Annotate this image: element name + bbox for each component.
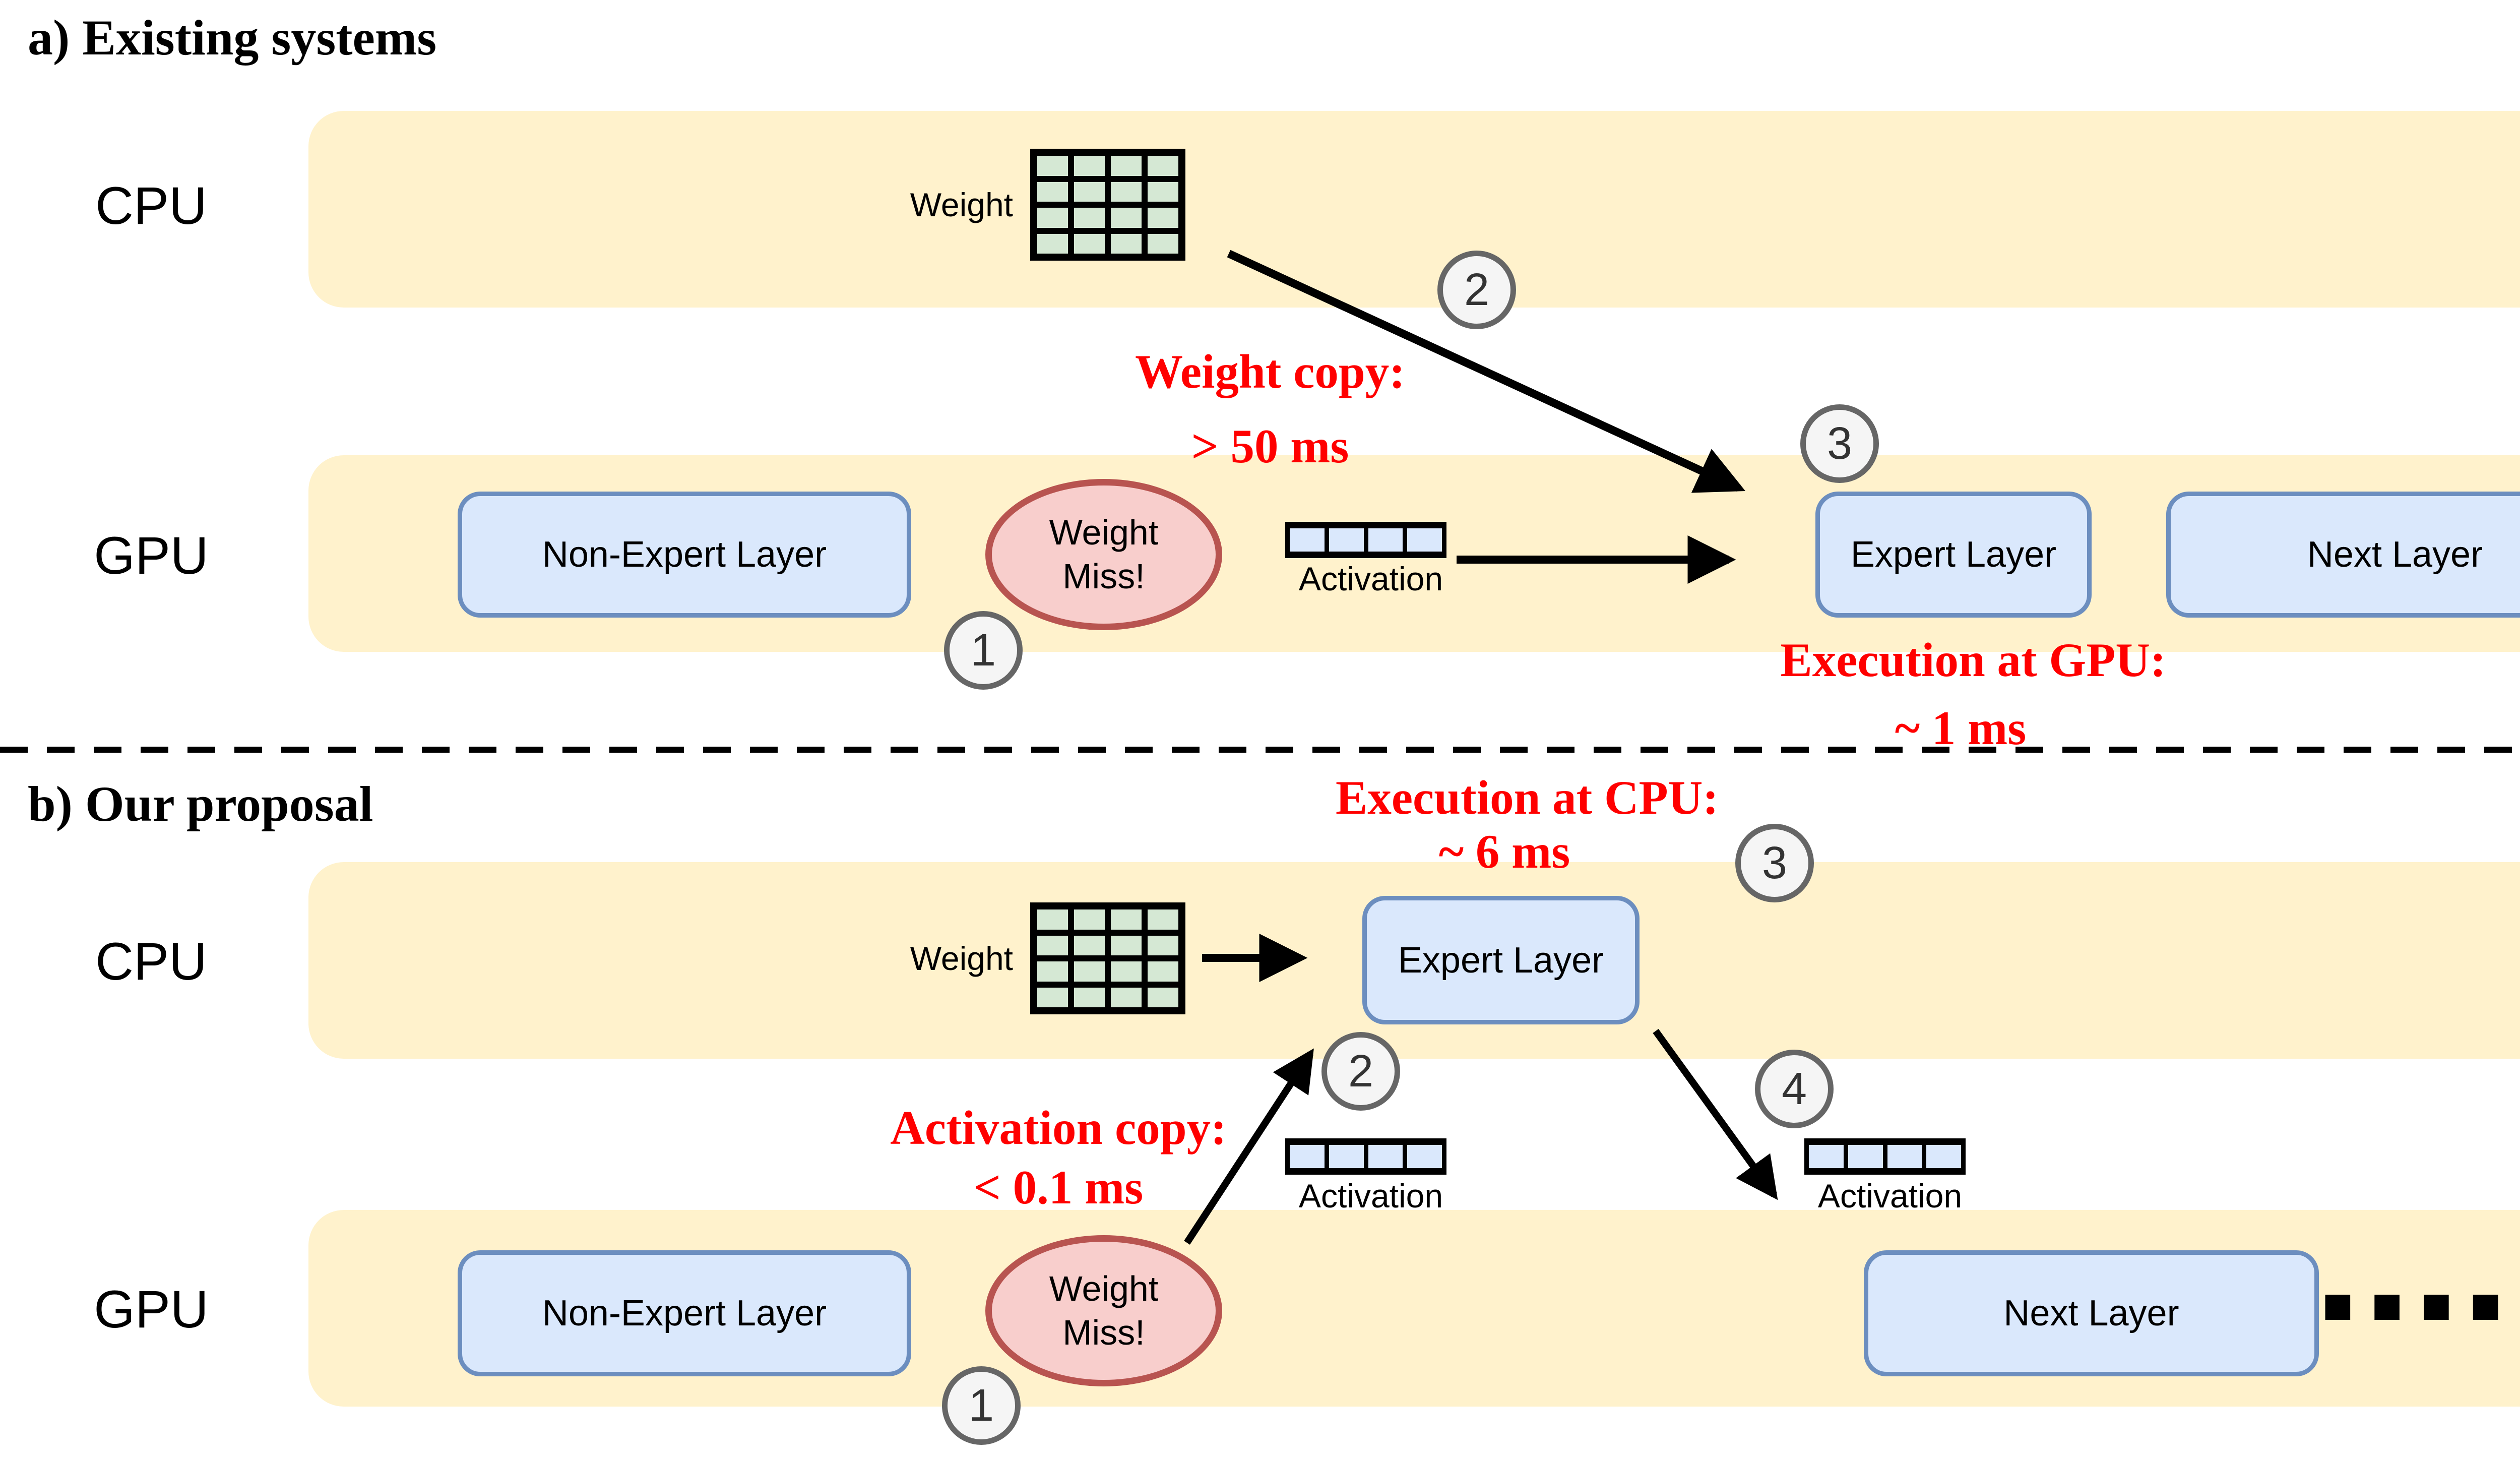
non-expert-layer-label-a: Non-Expert Layer: [542, 534, 827, 575]
activation-copy-note-line2: < 0.1 ms: [973, 1161, 1144, 1214]
step-1-circle-a: 1: [944, 611, 1023, 690]
next-layer-box-a: Next Layer: [2166, 492, 2520, 618]
weight-copy-note-line2: > 50 ms: [1191, 419, 1349, 473]
weight-miss-ellipse-a: Weight Miss!: [985, 479, 1222, 630]
activation-label-b-right: Activation: [1817, 1177, 1963, 1215]
activation-copy-note-line1: Activation copy:: [890, 1101, 1227, 1155]
weight-label-a: Weight: [910, 186, 1013, 223]
weight-matrix-icon-b: [1030, 902, 1185, 1014]
section-b-title: b) Our proposal: [28, 776, 373, 832]
execution-gpu-note-line1: Execution at GPU:: [1780, 633, 2166, 687]
next-layer-label-a: Next Layer: [2307, 534, 2483, 575]
step-3-circle-a: 3: [1800, 404, 1879, 483]
next-layer-label-b: Next Layer: [2003, 1293, 2179, 1333]
cpu-label-a: CPU: [95, 176, 207, 235]
activation-label-b-mid: Activation: [1298, 1177, 1443, 1215]
activation-copy-up-arrow-b: [1184, 1048, 1314, 1245]
weight-miss-ellipse-b: Weight Miss!: [985, 1235, 1222, 1386]
activation-copy-down-arrow-b: [1653, 1028, 1778, 1200]
execution-gpu-note-line2: ~ 1 ms: [1895, 701, 2027, 755]
activation-strip-icon-b-mid: [1285, 1138, 1446, 1175]
weight-miss-line2-a: Miss!: [1062, 557, 1145, 596]
weight-label-b: Weight: [910, 940, 1013, 977]
weight-miss-line1-b: Weight: [1049, 1268, 1159, 1308]
step-2-circle-b: 2: [1321, 1032, 1400, 1111]
expert-layer-label-a: Expert Layer: [1850, 534, 2057, 575]
ellipsis-dots-b: ▪▪▪▪: [2320, 1273, 2518, 1332]
non-expert-layer-label-b: Non-Expert Layer: [542, 1293, 827, 1333]
execution-cpu-note-line2: ~ 6 ms: [1438, 825, 1570, 878]
weight-copy-arrow-a: [1227, 250, 1746, 493]
activation-strip-icon-a: [1285, 522, 1446, 558]
step-2-circle-a: 2: [1437, 251, 1516, 329]
gpu-label-b: GPU: [94, 1280, 209, 1339]
step-1-circle-b: 1: [942, 1366, 1021, 1445]
cpu-label-b: CPU: [95, 932, 207, 991]
non-expert-layer-box-b: Non-Expert Layer: [458, 1250, 911, 1376]
step-4-circle-b: 4: [1755, 1050, 1834, 1128]
section-a-title: a) Existing systems: [28, 10, 437, 66]
step-3-circle-b: 3: [1735, 824, 1814, 902]
weight-miss-line2-b: Miss!: [1062, 1313, 1145, 1352]
activation-label-a: Activation: [1298, 560, 1443, 597]
expert-layer-label-b: Expert Layer: [1398, 940, 1604, 981]
expert-layer-box-a: Expert Layer: [1815, 492, 2092, 618]
non-expert-layer-box-a: Non-Expert Layer: [458, 492, 911, 618]
cpu-lane-a: [308, 111, 2520, 308]
weight-matrix-icon-a: [1030, 149, 1185, 261]
expert-layer-box-b: Expert Layer: [1362, 896, 1640, 1024]
execution-cpu-note-line1: Execution at CPU:: [1336, 771, 1719, 824]
weight-miss-line1-a: Weight: [1049, 512, 1159, 552]
weight-copy-note-line1: Weight copy:: [1135, 345, 1405, 398]
gpu-label-a: GPU: [94, 526, 209, 585]
activation-strip-icon-b-right: [1804, 1138, 1966, 1175]
next-layer-box-b: Next Layer: [1864, 1250, 2319, 1376]
